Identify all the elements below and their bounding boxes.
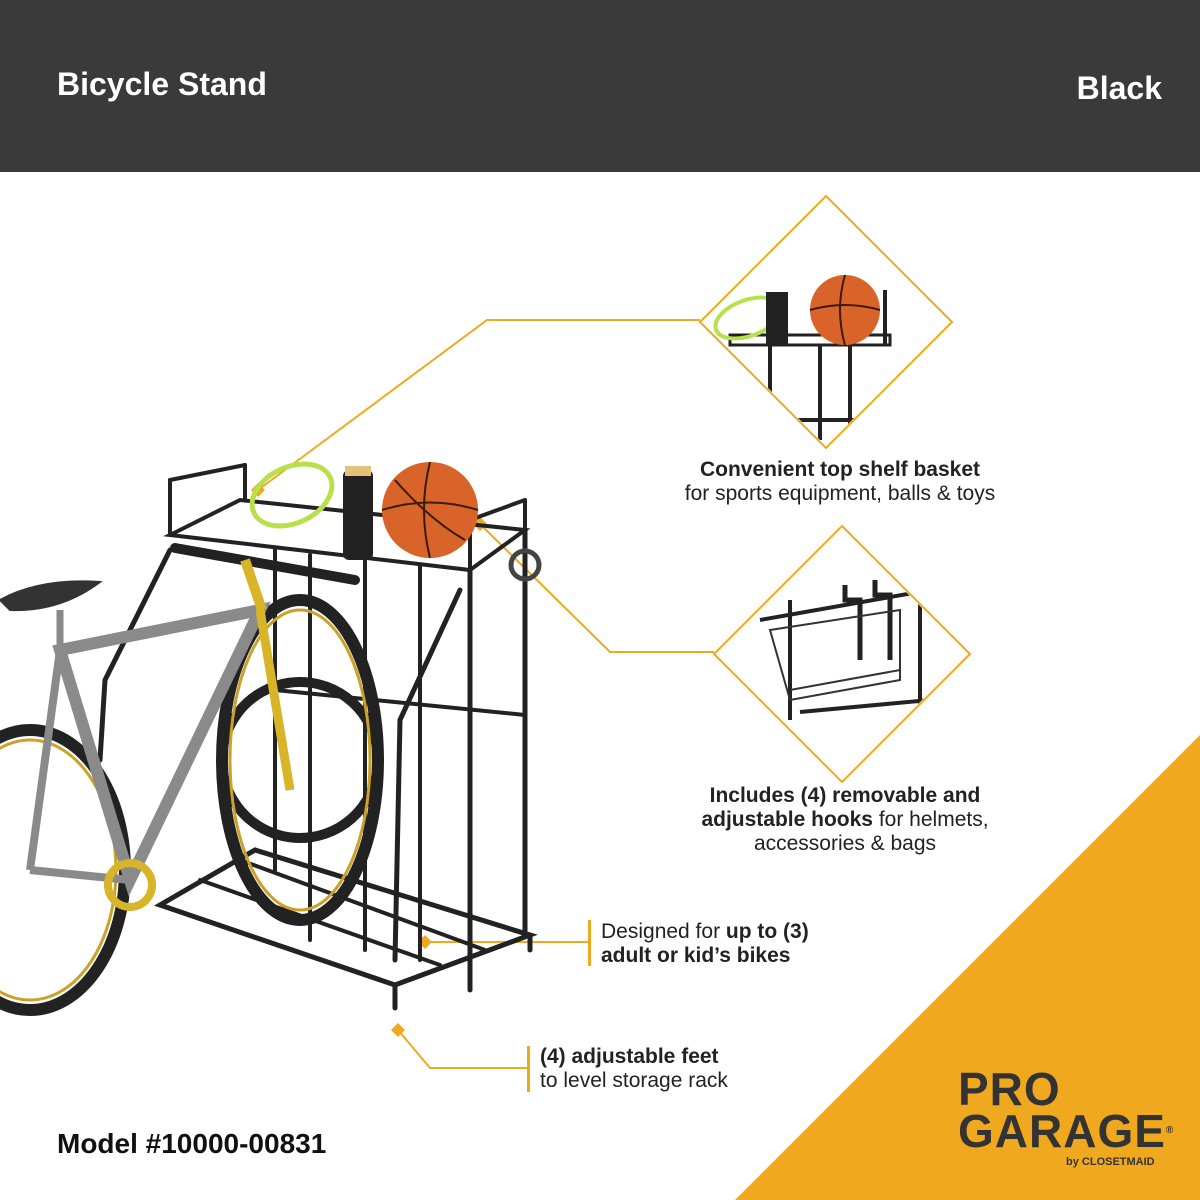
- product-title: Bicycle Stand: [57, 66, 267, 102]
- callout-line-basket: [257, 319, 700, 491]
- callout-line-feet: [397, 1029, 528, 1069]
- feature-feet-rest: to level storage rack: [540, 1069, 728, 1092]
- logo-line1: PRO: [958, 1063, 1061, 1115]
- feature-basket-subtitle: for sports equipment, balls & toys: [684, 482, 996, 505]
- brand-logo: PRO GARAGE® by CLOSETMAID: [958, 1063, 1175, 1168]
- logo-by: by: [1066, 1156, 1079, 1168]
- feature-hooks-line1: Includes (4) removable and: [709, 784, 981, 807]
- color-name: Black: [1076, 70, 1162, 106]
- accent-corner-triangle: [735, 735, 1200, 1200]
- detail-diamond-hooks: [712, 524, 972, 784]
- feature-feet-bold: (4) adjustable feet: [540, 1045, 719, 1068]
- logo-line2: GARAGE: [958, 1105, 1166, 1157]
- model-number: Model #10000-00831: [57, 1128, 327, 1159]
- feature-feet: (4) adjustable feet to level storage rac…: [540, 1045, 728, 1093]
- feature-hooks: Includes (4) removable and adjustable ho…: [630, 784, 1060, 856]
- feature-basket-title: Convenient top shelf basket: [699, 458, 981, 481]
- feature-hooks-bold: adjustable hooks: [701, 808, 873, 831]
- shelf-items: [249, 461, 542, 582]
- detail-diamond-basket: [698, 194, 954, 450]
- logo-registered: ®: [1165, 1125, 1175, 1136]
- header-bar: Bicycle Stand Black: [0, 0, 1200, 172]
- bicycle-drawing: [0, 558, 384, 1016]
- feature-capacity-lead: Designed for: [601, 920, 726, 943]
- logo-brand: CLOSETMAID: [1081, 1156, 1155, 1168]
- feature-capacity: Designed for up to (3) adult or kid’s bi…: [601, 920, 809, 968]
- bike-rack-drawing: [97, 463, 538, 1011]
- callout-line-hooks: [479, 523, 714, 653]
- feature-hooks-rest: for helmets,: [873, 808, 989, 831]
- feature-hooks-line3: accessories & bags: [753, 832, 937, 855]
- feature-basket: Convenient top shelf basket for sports e…: [630, 458, 1050, 506]
- feature-capacity-bold2: adult or kid’s bikes: [601, 944, 791, 967]
- feature-capacity-bold1: up to (3): [725, 920, 809, 943]
